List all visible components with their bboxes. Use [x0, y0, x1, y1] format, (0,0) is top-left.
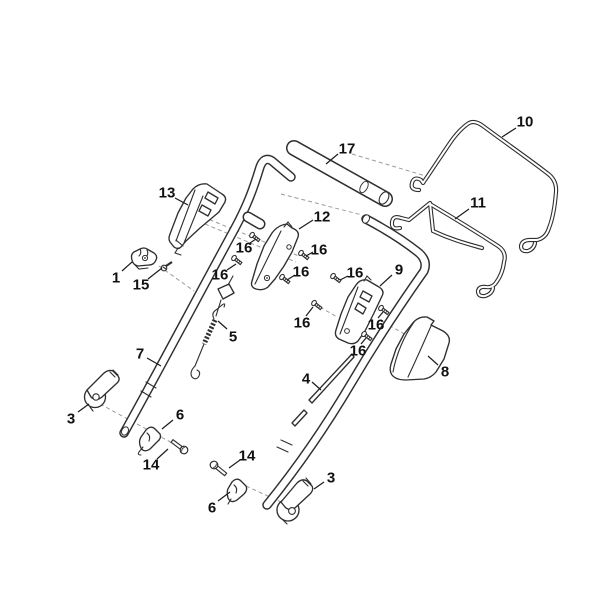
cover-shell-8 — [389, 316, 451, 381]
part-label-1: 1 — [112, 269, 120, 286]
cable-guide-wire-lower — [389, 200, 507, 299]
leader-line-part-14 — [156, 448, 169, 460]
part-label-5: 5 — [229, 328, 237, 345]
part-label-14: 14 — [239, 447, 256, 464]
handle-tube-left — [119, 154, 296, 438]
leader-line-part-4 — [311, 381, 322, 391]
part-label-13: 13 — [159, 184, 176, 201]
crossbar-end-piece — [242, 211, 266, 230]
leader-line-part-16 — [377, 311, 384, 319]
clamp-piece-left — [137, 426, 162, 456]
leader-line-part-7 — [146, 357, 162, 367]
leader-line-part-16 — [339, 275, 349, 281]
carriage-bolts-14 — [169, 437, 229, 478]
housing-shell-12 — [250, 221, 300, 291]
leader-line-part-11 — [454, 208, 470, 220]
cable-guide-wire-upper — [409, 119, 559, 254]
clamp-piece-right — [226, 478, 248, 505]
leader-line-part-6 — [217, 491, 231, 502]
leader-line-part-8 — [427, 355, 439, 366]
leader-line-part-12 — [298, 219, 314, 230]
leader-line-part-9 — [379, 274, 393, 287]
housing-shell-13 — [168, 183, 227, 256]
clamp-block-1 — [130, 247, 158, 270]
part-label-16: 16 — [311, 241, 328, 258]
leader-line-part-14 — [228, 459, 241, 469]
part-label-14: 14 — [143, 456, 160, 473]
part-label-4: 4 — [302, 370, 311, 387]
leader-line-part-5 — [217, 320, 228, 330]
leader-line-part-16 — [305, 306, 314, 317]
leader-line-part-16 — [226, 263, 237, 271]
part-label-10: 10 — [517, 113, 534, 130]
clamp-lever-bottom — [276, 477, 314, 525]
handle-grip — [286, 140, 393, 207]
cable-rod — [291, 353, 355, 427]
part-label-6: 6 — [208, 499, 216, 516]
part-label-16: 16 — [212, 266, 229, 283]
screw-15 — [160, 261, 173, 272]
part-label-8: 8 — [441, 363, 449, 380]
part-label-11: 11 — [470, 194, 486, 211]
leader-line-part-13 — [174, 197, 189, 206]
part-label-16: 16 — [368, 316, 385, 333]
leader-line-part-1 — [121, 261, 133, 272]
switch-housing-9 — [334, 275, 384, 345]
part-label-15: 15 — [133, 276, 150, 293]
part-label-16: 16 — [236, 239, 253, 256]
leader-line-part-16 — [360, 337, 367, 345]
part-label-7: 7 — [136, 345, 144, 362]
leader-line-part-16 — [286, 274, 296, 281]
part-label-16: 16 — [347, 264, 364, 281]
leader-line-part-16 — [249, 238, 257, 244]
part-label-12: 12 — [314, 208, 331, 225]
part-label-16: 16 — [350, 342, 367, 359]
leader-line-part-3 — [77, 403, 90, 413]
leader-line-part-10 — [501, 127, 517, 138]
leader-line-part-17 — [325, 153, 339, 165]
part-label-16: 16 — [293, 263, 310, 280]
leader-line-part-15 — [147, 267, 163, 280]
handle-tube-right — [262, 214, 430, 510]
leader-line-part-16 — [305, 251, 314, 257]
part-label-6: 6 — [176, 406, 184, 423]
leader-line-part-6 — [161, 419, 174, 430]
leader-line-part-3 — [313, 481, 325, 490]
tension-spring — [190, 303, 226, 380]
part-label-3: 3 — [327, 469, 335, 486]
part-label-17: 17 — [339, 140, 356, 157]
clamp-lever-left — [83, 369, 120, 412]
part-label-3: 3 — [67, 410, 75, 427]
part-label-16: 16 — [294, 314, 311, 331]
cable-adjuster-box — [215, 275, 235, 317]
part-label-9: 9 — [395, 261, 403, 278]
